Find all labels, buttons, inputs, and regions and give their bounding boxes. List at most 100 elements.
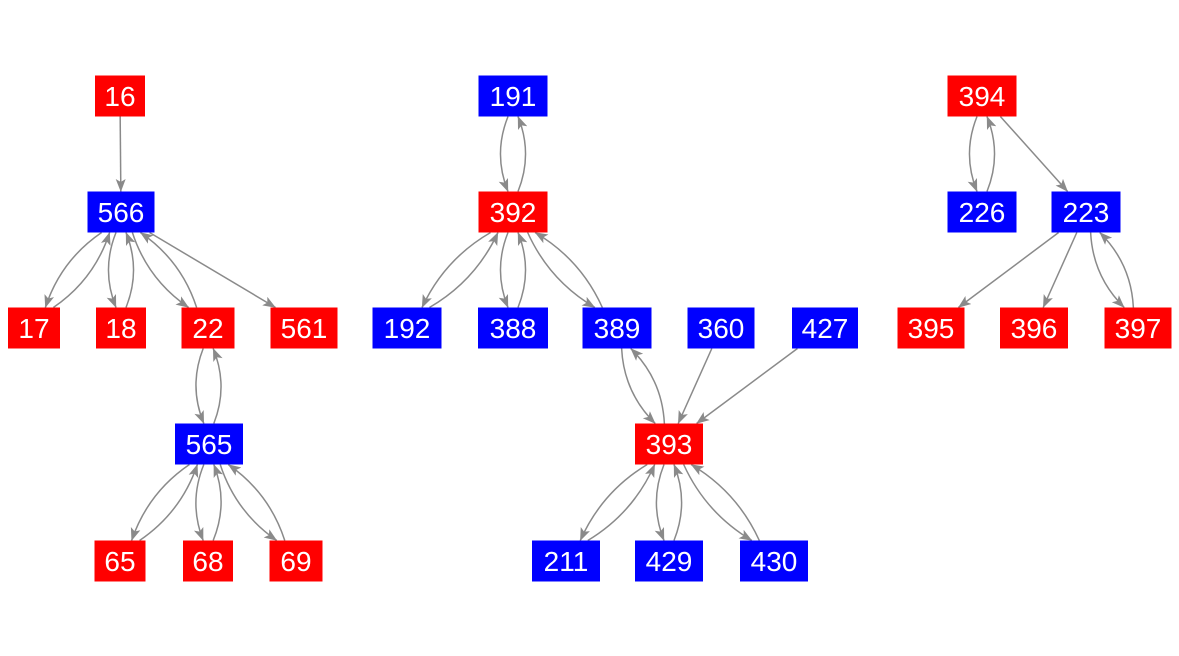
edge-223-396 — [1042, 232, 1078, 308]
node-box — [1051, 191, 1121, 233]
node-16: 16 — [95, 75, 145, 117]
edge-388-392 — [517, 232, 528, 308]
edge-65-565 — [139, 464, 199, 542]
edge-427-393 — [696, 347, 798, 425]
edge-192-392 — [429, 232, 499, 309]
node-430: 430 — [740, 540, 808, 582]
edge-22-565 — [194, 348, 205, 424]
node-label: 226 — [959, 197, 1006, 228]
node-box — [740, 540, 808, 582]
node-17: 17 — [8, 307, 60, 349]
edge-211-393 — [587, 464, 656, 542]
node-box — [175, 423, 243, 465]
edge-223-397 — [1089, 232, 1125, 309]
node-223: 223 — [1051, 191, 1121, 233]
edge-18-566 — [125, 232, 136, 308]
node-396: 396 — [1000, 307, 1068, 349]
node-box — [95, 75, 145, 117]
edge-22-566 — [139, 231, 198, 308]
edge-565-22 — [212, 348, 223, 424]
node-label: 22 — [192, 313, 223, 344]
node-label: 397 — [1115, 313, 1162, 344]
edge-226-394 — [986, 116, 997, 192]
edge-566-17 — [44, 231, 103, 308]
node-label: 392 — [490, 197, 537, 228]
node-211: 211 — [532, 540, 600, 582]
node-395: 395 — [897, 307, 965, 349]
node-box — [947, 75, 1017, 117]
node-box — [635, 423, 703, 465]
edge-392-388 — [498, 232, 509, 308]
edge-430-393 — [690, 463, 761, 541]
node-label: 192 — [384, 313, 431, 344]
edge-392-389 — [526, 232, 596, 309]
edge-565-65 — [130, 463, 190, 541]
node-429: 429 — [635, 540, 703, 582]
node-box — [96, 307, 146, 349]
node-box — [87, 191, 155, 233]
node-label: 211 — [544, 546, 589, 577]
edge-389-392 — [534, 231, 604, 308]
node-label: 191 — [490, 81, 537, 112]
edge-393-211 — [579, 463, 648, 541]
edge-393-389 — [630, 347, 666, 424]
node-226: 226 — [947, 191, 1017, 233]
edge-69-565 — [227, 463, 286, 541]
node-box — [269, 540, 323, 582]
node-18: 18 — [96, 307, 146, 349]
node-box — [582, 307, 652, 349]
node-box — [183, 540, 233, 582]
node-69: 69 — [269, 540, 323, 582]
node-566: 566 — [87, 191, 155, 233]
node-label: 65 — [104, 546, 135, 577]
edge-565-69 — [219, 464, 278, 542]
edge-394-223 — [999, 115, 1069, 193]
edge-566-18 — [106, 232, 117, 308]
node-box — [635, 540, 703, 582]
node-label: 430 — [751, 546, 798, 577]
node-397: 397 — [1104, 307, 1172, 349]
edge-429-393 — [673, 464, 684, 541]
node-label: 16 — [104, 81, 135, 112]
edge-191-392 — [498, 116, 509, 192]
node-22: 22 — [181, 307, 235, 349]
node-427: 427 — [792, 307, 858, 349]
edge-565-68 — [193, 464, 205, 541]
node-label: 394 — [959, 81, 1006, 112]
node-box — [1000, 307, 1068, 349]
node-389: 389 — [582, 307, 652, 349]
node-label: 17 — [18, 313, 49, 344]
node-box — [687, 307, 755, 349]
node-label: 565 — [186, 429, 233, 460]
edge-393-430 — [682, 464, 753, 542]
node-label: 388 — [490, 313, 537, 344]
edge-389-393 — [620, 348, 656, 425]
node-label: 18 — [105, 313, 136, 344]
node-label: 68 — [192, 546, 223, 577]
edge-223-395 — [957, 231, 1060, 309]
edge-566-561 — [149, 231, 276, 309]
node-box — [792, 307, 858, 349]
node-box — [270, 307, 338, 349]
edge-566-22 — [131, 232, 190, 309]
node-box — [478, 191, 548, 233]
node-box — [8, 307, 60, 349]
node-label: 69 — [280, 546, 311, 577]
node-68: 68 — [183, 540, 233, 582]
node-box — [181, 307, 235, 349]
node-box — [947, 191, 1017, 233]
node-392: 392 — [478, 191, 548, 233]
node-label: 561 — [281, 313, 328, 344]
node-388: 388 — [478, 307, 548, 349]
edge-397-223 — [1099, 231, 1135, 308]
node-box — [1104, 307, 1172, 349]
node-565: 565 — [175, 423, 243, 465]
node-box — [532, 540, 600, 582]
node-label: 429 — [646, 546, 693, 577]
edge-393-429 — [654, 464, 665, 541]
node-192: 192 — [372, 307, 442, 349]
edge-394-226 — [967, 116, 978, 192]
node-360: 360 — [687, 307, 755, 349]
node-label: 395 — [908, 313, 955, 344]
